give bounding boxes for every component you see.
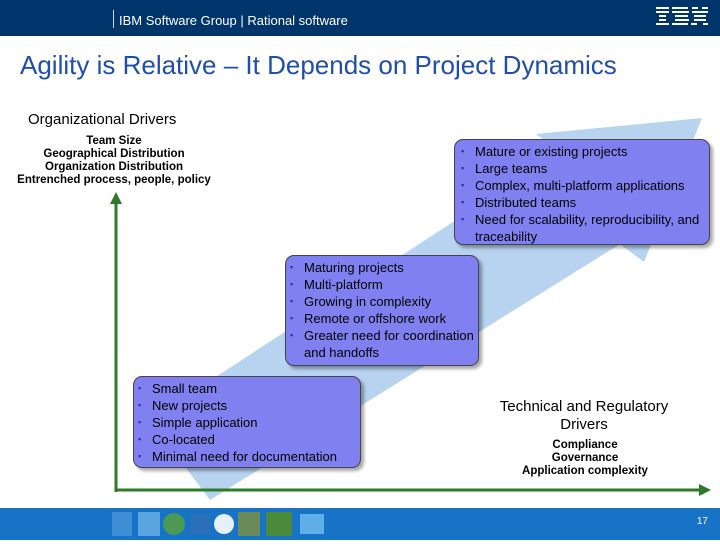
vertical-axis-arrowhead [110, 192, 122, 204]
org-driver-item: Organization Distribution [45, 161, 183, 173]
list-item: Growing in complexity [286, 293, 478, 310]
list-item: Distributed teams [457, 194, 709, 211]
tech-driver-item: Application complexity [522, 465, 648, 477]
list-item: Remote or offshore work [286, 310, 478, 327]
maturing-projects-box: Maturing projects Multi-platform Growing… [285, 255, 479, 366]
org-driver-item: Entrenched process, people, policy [17, 174, 211, 186]
small-team-box: Small team New projects Simple applicati… [133, 376, 361, 468]
list-item: New projects [134, 397, 360, 414]
header-separator [113, 10, 114, 28]
org-driver-item: Team Size [86, 135, 142, 147]
list-item: Multi-platform [286, 276, 478, 293]
footer-decoration [112, 512, 324, 536]
header-bar: IBM Software Group | Rational software [0, 0, 720, 36]
header-breadcrumb: IBM Software Group | Rational software [119, 13, 348, 28]
organizational-drivers-heading: Organizational Drivers [28, 111, 177, 128]
list-item: Complex, multi-platform applications [457, 177, 709, 194]
ibm-logo [656, 7, 708, 25]
organizational-drivers-list: Team Size Geographical Distribution Orga… [6, 135, 222, 187]
footer-bar [0, 508, 720, 540]
list-item: Need for scalability, reproducibility, a… [457, 211, 709, 245]
list-item: Large teams [457, 160, 709, 177]
list-item: Simple application [134, 414, 360, 431]
list-item: Small team [134, 380, 360, 397]
mature-projects-box: Mature or existing projects Large teams … [454, 139, 710, 245]
tech-driver-item: Governance [551, 452, 619, 464]
page-number: 17 [696, 516, 708, 527]
slide-title: Agility is Relative – It Depends on Proj… [20, 50, 617, 80]
list-item: Maturing projects [286, 259, 478, 276]
horizontal-axis-arrowhead [699, 484, 711, 496]
technical-drivers-heading: Technical and Regulatory Drivers [499, 398, 669, 433]
list-item: Mature or existing projects [457, 143, 709, 160]
org-driver-item: Geographical Distribution [43, 148, 185, 160]
list-item: Co-located [134, 431, 360, 448]
list-item: Minimal need for documentation [134, 448, 360, 465]
technical-drivers-list: Compliance Governance Application comple… [500, 439, 670, 478]
tech-driver-item: Compliance [552, 439, 618, 451]
list-item: Greater need for coordination and handof… [286, 327, 478, 361]
